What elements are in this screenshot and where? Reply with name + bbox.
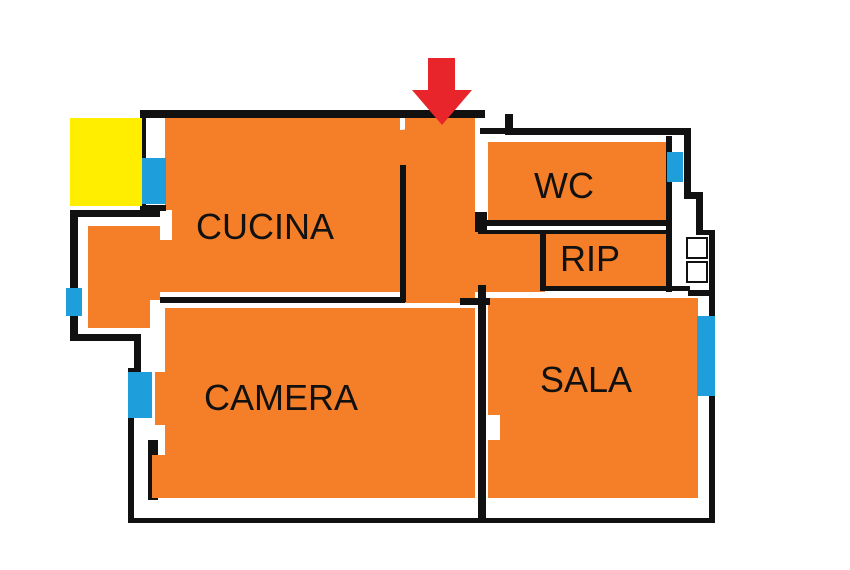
room-label-wc: WC bbox=[534, 165, 594, 206]
window-cucina bbox=[142, 158, 166, 204]
exterior-fixtures bbox=[686, 237, 708, 283]
room-label-rip: RIP bbox=[560, 238, 620, 279]
room-label-camera: CAMERA bbox=[204, 377, 358, 418]
room-label-sala: SALA bbox=[540, 359, 632, 400]
room-camera-area bbox=[152, 308, 475, 498]
windows bbox=[66, 152, 715, 418]
window-cucina-side bbox=[66, 288, 82, 316]
room-rip-area bbox=[545, 232, 666, 286]
window-camera bbox=[128, 372, 152, 418]
rooms bbox=[88, 118, 698, 498]
room-cucina-area bbox=[88, 118, 475, 328]
room-wc-area bbox=[488, 142, 666, 220]
corridor-branch bbox=[475, 232, 545, 292]
entrance-arrow-icon bbox=[412, 58, 472, 125]
terrace bbox=[70, 118, 142, 206]
room-sala-area bbox=[488, 298, 698, 498]
corridor bbox=[405, 118, 475, 303]
interior-walls bbox=[146, 136, 690, 518]
window-wc bbox=[667, 152, 683, 182]
window-sala bbox=[697, 316, 715, 396]
room-label-cucina: CUCINA bbox=[196, 206, 334, 247]
